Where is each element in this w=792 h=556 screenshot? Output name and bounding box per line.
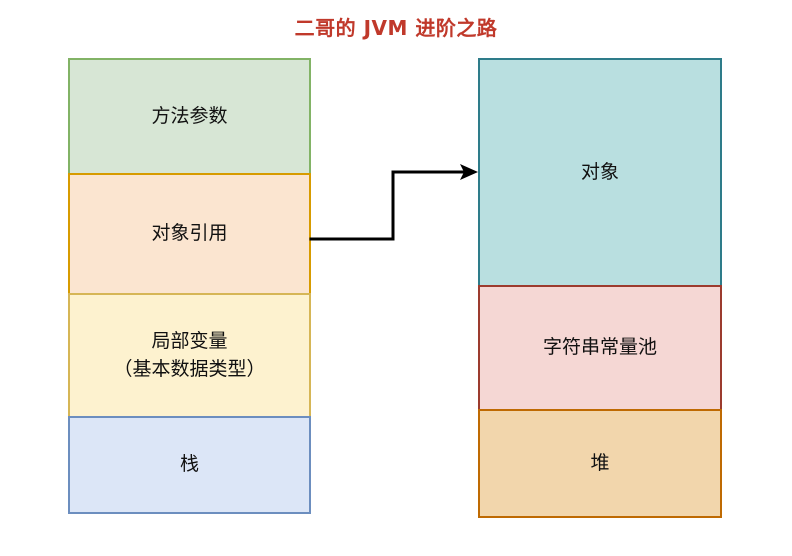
block-method-params[interactable]: 方法参数: [68, 58, 311, 175]
block-heap[interactable]: 堆: [478, 409, 722, 518]
block-string-constant-pool-label: 字符串常量池: [542, 336, 657, 359]
block-objects[interactable]: 对象: [478, 58, 722, 287]
block-objects-label: 对象: [580, 160, 619, 183]
block-stack[interactable]: 栈: [68, 416, 311, 514]
block-local-variables-label: 局部变量 （基本数据类型）: [113, 329, 266, 380]
block-heap-label: 堆: [590, 451, 610, 474]
page-title: 二哥的 JVM 进阶之路: [294, 16, 498, 40]
block-object-reference[interactable]: 对象引用: [68, 173, 311, 295]
block-object-reference-label: 对象引用: [151, 222, 228, 245]
block-method-params-label: 方法参数: [151, 104, 228, 127]
connector-arrow-icon: [309, 164, 478, 241]
connector-arrowhead-icon: [460, 164, 478, 180]
block-stack-label: 栈: [179, 453, 199, 476]
block-string-constant-pool[interactable]: 字符串常量池: [478, 285, 722, 411]
block-local-variables[interactable]: 局部变量 （基本数据类型）: [68, 293, 311, 418]
stack-column-right: 对象 字符串常量池 堆: [478, 58, 722, 518]
connector-arrow-path: [309, 170, 470, 241]
stack-column-left: 方法参数 对象引用 局部变量 （基本数据类型） 栈: [68, 58, 311, 518]
